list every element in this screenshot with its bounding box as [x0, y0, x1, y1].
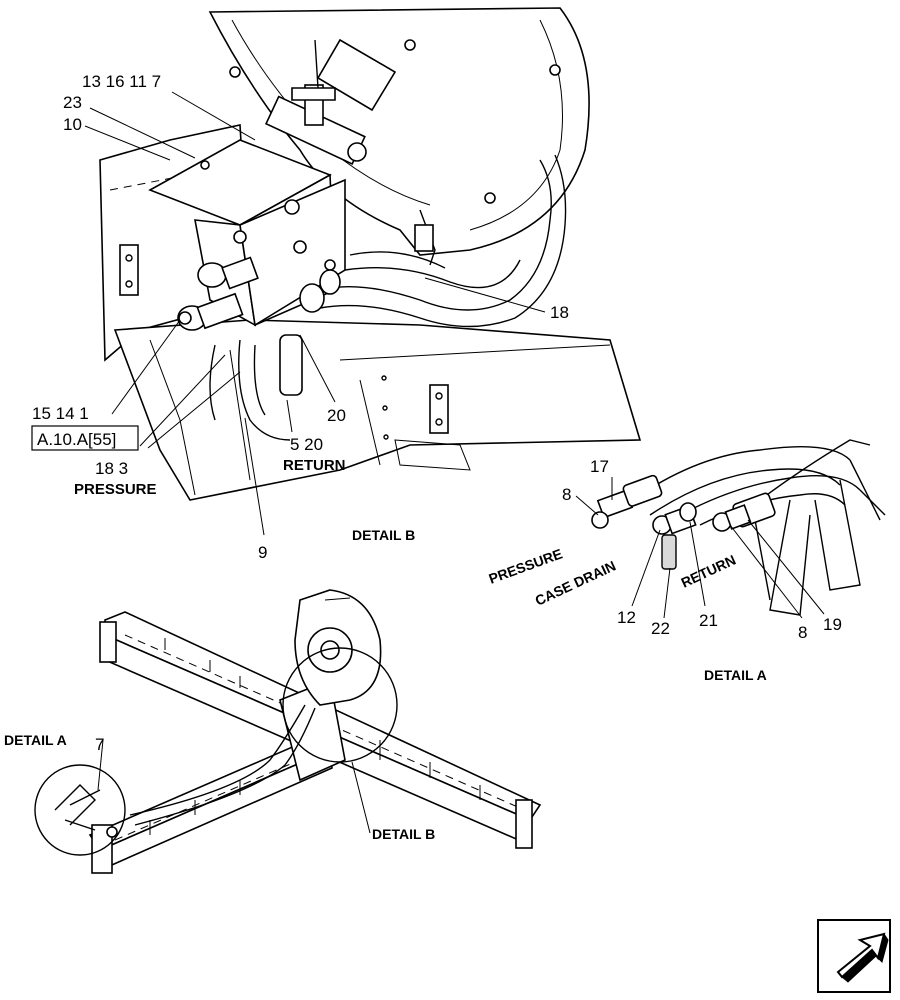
next-page-arrow-icon: [836, 932, 889, 983]
callout-8-right: 8: [798, 623, 807, 642]
callout-17: 17: [590, 457, 609, 476]
callout-13-16-11-7: 13 16 11 7: [82, 72, 161, 91]
callout-18-3: 18 3: [95, 459, 128, 478]
callout-7-overview: 7: [95, 735, 104, 754]
callout-20: 20: [327, 406, 346, 425]
detail-b-title: DETAIL B: [352, 527, 415, 543]
callout-10: 10: [63, 115, 82, 134]
callout-22: 22: [651, 619, 670, 638]
label-return-a: RETURN: [679, 552, 739, 591]
label-pressure-b: PRESSURE: [74, 481, 157, 498]
detail-a-title: DETAIL A: [704, 667, 767, 683]
overview-illustration: [34, 589, 542, 874]
label-pressure-a: PRESSURE: [487, 545, 565, 586]
reference-link-label: A.10.A[55]: [37, 430, 116, 449]
detail-b-overview-label: DETAIL B: [372, 826, 435, 842]
label-return-b: RETURN: [283, 457, 346, 474]
detail-a-illustration: [575, 439, 886, 619]
reference-link-a10a55[interactable]: A.10.A[55]: [31, 425, 139, 451]
callout-23: 23: [63, 93, 82, 112]
detail-b-illustration: [84, 7, 642, 536]
callout-8-left: 8: [562, 485, 571, 504]
callout-5-20: 5 20: [290, 435, 323, 454]
next-page-button[interactable]: [817, 919, 891, 993]
callout-18-top: 18: [550, 303, 569, 322]
callout-12: 12: [617, 608, 636, 627]
callout-15-14-1: 15 14 1: [32, 404, 89, 423]
callout-9: 9: [258, 543, 267, 562]
callout-19: 19: [823, 615, 842, 634]
callout-21: 21: [699, 611, 718, 630]
detail-a-overview-label: DETAIL A: [4, 732, 67, 748]
